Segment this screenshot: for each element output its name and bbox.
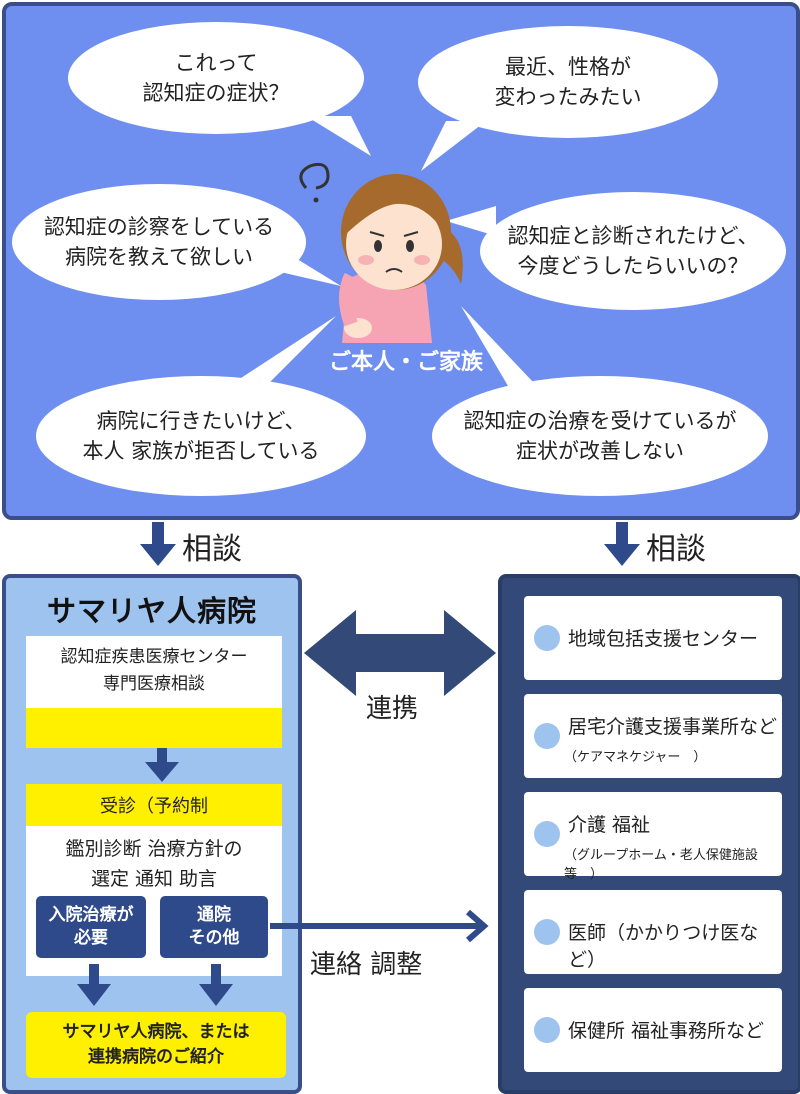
cooperation-double-arrow — [304, 610, 496, 696]
tail-bubble5 — [221, 316, 336, 396]
concern-text-3: 認知症の診察をしている 病院を教えて欲しい — [43, 214, 275, 269]
concern-text-5: 病院に行きたいけど、 本人 家族が拒否している — [82, 408, 320, 463]
bullet-dot — [534, 723, 560, 749]
partner-family-doctor: 医師（かかりつけ医など） — [524, 890, 782, 974]
concern-bubble-4: 認知症と診断されたけど、 今度どうしたらいいの？ — [480, 192, 786, 310]
hospital-panel: サマリヤ人病院 認知症疾患医療センター 専門医療相談 受診（予約制 鑑別診断 治… — [2, 574, 302, 1094]
concern-text-1: これって 認知症の症状？ — [142, 50, 290, 105]
bullet-dot — [534, 919, 560, 945]
bullet-dot — [534, 625, 560, 651]
worried-person-illustration — [299, 162, 463, 343]
contact-arrow — [270, 909, 489, 943]
partner-name: 介護 福祉 — [568, 814, 651, 836]
partner-name: 保健所 福祉事務所など — [568, 1020, 765, 1042]
person-label: ご本人・ご家族 — [328, 350, 483, 375]
partner-name: 地域包括支援センター — [568, 628, 759, 650]
dementia-center-text: 認知症疾患医療センター 専門医療相談 — [60, 647, 248, 695]
exam-header-text: 受診（予約制 — [100, 796, 208, 817]
referral-box: サマリヤ人病院、または 連携病院のご紹介 — [26, 1012, 286, 1078]
partner-regional-support-center: 地域包括支援センター — [524, 596, 782, 680]
consult-label-right: 相談 — [646, 532, 706, 567]
partners-panel: 地域包括支援センター 居宅介護支援事業所など （ケアマネケジャー ） 介護 福祉… — [498, 574, 800, 1094]
concern-bubble-5: 病院に行きたいけど、 本人 家族が拒否している — [36, 376, 366, 496]
concern-bubble-2: 最近、性格が 変わったみたい — [418, 26, 718, 138]
partner-care-welfare: 介護 福祉 （グループホーム・老人保健施設等 ） — [524, 792, 782, 882]
partner-sub: （グループホーム・老人保健施設等 ） — [564, 848, 758, 882]
bullet-dot — [534, 1017, 560, 1043]
tail-bubble6 — [461, 306, 551, 401]
bullet-dot — [534, 821, 560, 847]
concern-text-6: 認知症の治療を受けているが 症状が改善しない — [463, 408, 737, 463]
dementia-center-box: 認知症疾患医療センター 専門医療相談 — [26, 636, 282, 748]
down-arrow-inpatient — [77, 964, 111, 1006]
bubble-tails — [221, 116, 551, 401]
tail-bubble4 — [446, 206, 496, 236]
concern-text-4: 認知症と診断されたけど、 今度どうしたらいいの？ — [507, 223, 759, 278]
exam-box: 受診（予約制 鑑別診断 治療方針の 選定 通知 助言 — [26, 784, 282, 976]
partner-name: 居宅介護支援事業所など — [568, 716, 778, 738]
down-arrow-left — [140, 522, 176, 566]
exam-body-text: 鑑別診断 治療方針の 選定 通知 助言 — [65, 838, 243, 891]
down-arrow-right — [604, 522, 640, 566]
partner-name: 医師（かかりつけ医など） — [568, 922, 759, 971]
concern-bubble-3: 認知症の診察をしている 病院を教えて欲しい — [12, 184, 306, 300]
down-arrow-exam — [145, 748, 179, 782]
concern-text-2: 最近、性格が 変わったみたい — [494, 54, 642, 109]
consult-label-left: 相談 — [182, 532, 242, 567]
contact-adjust-label: 連絡 調整 — [310, 950, 423, 980]
hospital-title: サマリヤ人病院 — [46, 594, 257, 628]
cooperation-label: 連携 — [366, 694, 419, 724]
outpatient-box: 通院 その他 — [160, 896, 268, 958]
tail-bubble1 — [306, 116, 371, 156]
down-arrow-outpatient — [199, 964, 233, 1006]
tail-bubble2 — [421, 121, 486, 171]
partner-sub: （ケアマネケジャー ） — [564, 750, 707, 765]
partner-health-center: 保健所 福祉事務所など — [524, 988, 782, 1072]
concern-bubble-6: 認知症の治療を受けているが 症状が改善しない — [432, 376, 768, 496]
partner-home-care-office: 居宅介護支援事業所など （ケアマネケジャー ） — [524, 694, 782, 778]
concern-bubble-1: これって 認知症の症状？ — [68, 22, 364, 134]
inpatient-box: 入院治療が 必要 — [36, 896, 146, 958]
exam-header: 受診（予約制 — [26, 784, 282, 826]
yellow-bar — [26, 708, 282, 748]
concerns-panel: これって 認知症の症状？ 最近、性格が 変わったみたい 認知症の診察をしている … — [2, 2, 800, 520]
